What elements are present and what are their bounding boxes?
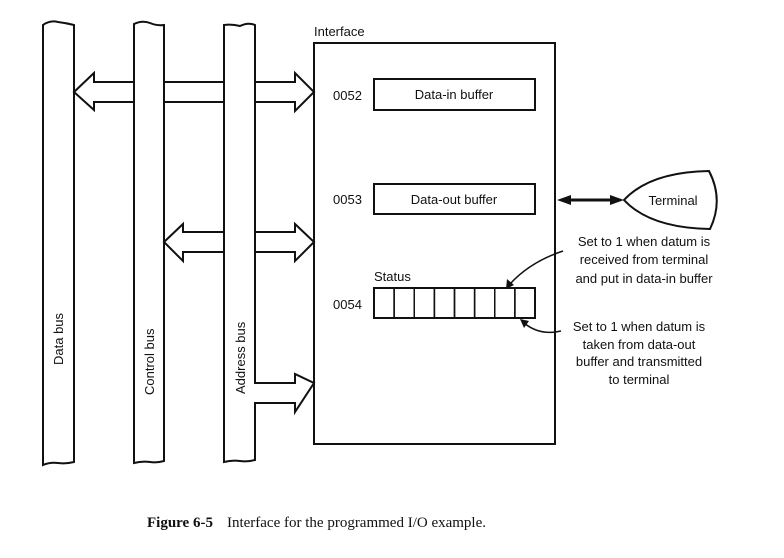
address-bus-label: Address bus	[233, 321, 248, 394]
control-bus	[133, 20, 165, 465]
data-in-register: 0052 Data-in buffer	[333, 78, 536, 111]
status-bit-0	[514, 287, 536, 319]
terminal-label: Terminal	[648, 193, 697, 208]
status-bit-7	[373, 287, 395, 319]
data-bus	[42, 20, 75, 467]
data-out-register: 0053 Data-out buffer	[333, 183, 536, 215]
terminal-link-arrow	[557, 195, 624, 205]
control-bus-arrow	[162, 221, 316, 264]
control-bus-label: Control bus	[142, 328, 157, 395]
arrowhead-icon	[520, 319, 529, 328]
svg-text:Figure 6-5 Interface for: Figure 6-5 Interface for the programmed …	[147, 514, 486, 531]
data-bus-label: Data bus	[51, 312, 66, 365]
annotation-received-line-2: received from terminal	[580, 252, 709, 267]
caption-number: Figure 6-5	[147, 515, 213, 531]
figure-caption: Figure 6-5 Interface for the programmed …	[147, 514, 486, 531]
status-register: Status 0054	[333, 269, 536, 319]
arrowhead-icon	[506, 279, 514, 289]
annotation-received-line-3: and put in data-in buffer	[575, 271, 713, 286]
status-register-outline	[373, 287, 536, 319]
interface-title: Interface	[314, 24, 365, 39]
status-bit-6	[393, 287, 415, 319]
data-out-address: 0053	[333, 192, 362, 207]
annotation-received-line-1: Set to 1 when datum is	[578, 234, 711, 249]
caption-text: Interface for the programmed I/O example…	[227, 515, 486, 531]
terminal: Terminal	[622, 169, 718, 231]
annotation-transmitted-line-1: Set to 1 when datum is	[573, 319, 706, 334]
status-bit-2	[473, 287, 496, 319]
annotation-transmitted: Set to 1 when datum is taken from data-o…	[520, 319, 706, 387]
status-bit-3	[453, 287, 476, 319]
annotation-transmitted-line-2: taken from data-out	[583, 337, 696, 352]
data-in-buffer-label: Data-in buffer	[415, 87, 494, 102]
status-bit-4	[433, 287, 456, 319]
status-bit-5	[413, 287, 436, 319]
status-bit-1	[494, 287, 516, 319]
address-bus	[223, 22, 316, 464]
annotation-received: Set to 1 when datum is received from ter…	[506, 234, 713, 289]
annotation-transmitted-line-3: buffer and transmitted	[576, 354, 702, 369]
data-in-address: 0052	[333, 88, 362, 103]
interface-block: Interface	[313, 24, 556, 445]
status-label: Status	[374, 269, 411, 284]
data-out-buffer-label: Data-out buffer	[411, 192, 498, 207]
data-bus-arrow	[72, 70, 316, 114]
status-address: 0054	[333, 297, 362, 312]
annotation-transmitted-line-4: to terminal	[609, 372, 670, 387]
